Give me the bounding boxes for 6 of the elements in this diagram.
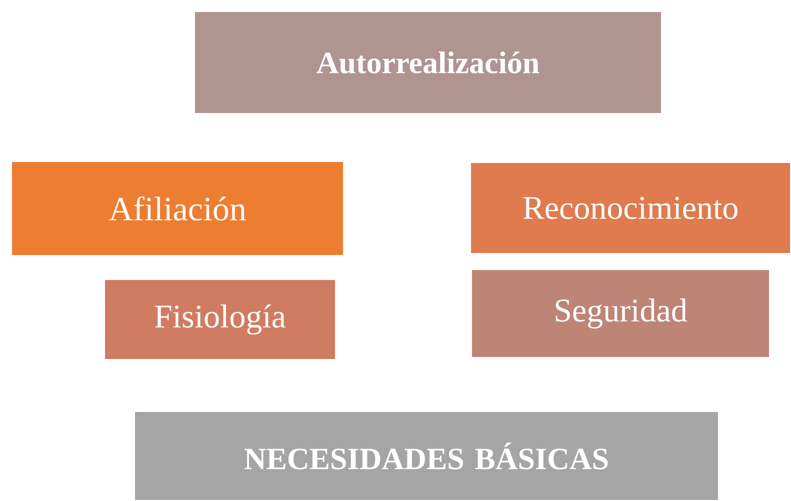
category-box: Afiliación: [12, 162, 343, 255]
category-box: NECESIDADES BÁSICAS: [135, 412, 718, 500]
category-box: Autorrealización: [195, 12, 661, 113]
category-box: Reconocimiento: [471, 163, 790, 253]
category-box: Fisiología: [105, 280, 335, 359]
category-box: Seguridad: [472, 270, 769, 357]
